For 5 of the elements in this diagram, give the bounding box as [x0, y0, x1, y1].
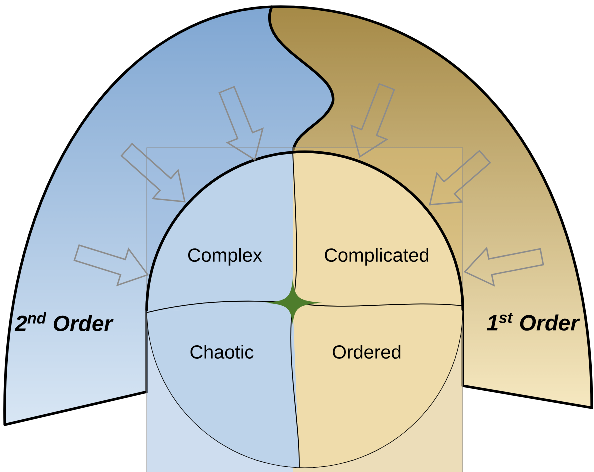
node-label: Complex [188, 248, 262, 266]
quadrant: Chaotic [147, 303, 300, 468]
quadrant: Ordered [293, 303, 463, 468]
node-label: Ordered [333, 345, 401, 359]
node-label: Chaotic [190, 345, 254, 359]
